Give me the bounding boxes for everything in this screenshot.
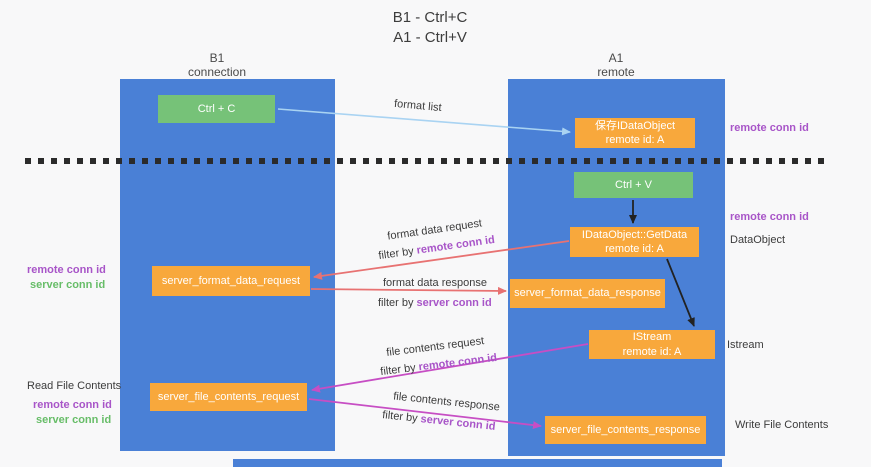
title-line-2: A1 - Ctrl+V (393, 29, 467, 46)
ctrl-v-label: Ctrl + V (615, 178, 652, 191)
right-remote-conn-id-label: remote conn id (730, 211, 809, 223)
remote-conn-id-highlight: remote conn id (415, 233, 496, 257)
format-data-response-filter-label: filter by server conn id (378, 297, 492, 309)
right-column-header: A1 remote (556, 51, 676, 79)
server-file-contents-request-label: server_file_contents_request (157, 390, 300, 403)
server-conn-id-highlight: server conn id (419, 413, 497, 433)
ctrl-v-box: Ctrl + V (574, 172, 693, 198)
istream-box: IStream remote id: A (589, 330, 715, 359)
server-format-data-response-box: server_format_data_response (510, 279, 665, 308)
server-format-data-request-box: server_format_data_request (152, 266, 310, 296)
file-contents-response-label: file contents response (392, 390, 501, 414)
dataobject-label: DataObject (730, 234, 786, 246)
format-data-response-arrow (310, 286, 507, 295)
left-remote-conn-id-label: remote conn id (27, 264, 106, 276)
server-file-contents-request-box: server_file_contents_request (150, 383, 307, 411)
format-data-response-label: format data response (383, 277, 487, 289)
ctrl-c-box: Ctrl + C (158, 95, 275, 123)
left-column-name: B1 (209, 51, 225, 65)
filter-by-text: filter by (377, 244, 418, 263)
left-column-subtitle: connection (187, 65, 247, 79)
read-file-contents-label: Read File Contents (27, 380, 122, 392)
left-bottom-remote-conn-id-label: remote conn id (33, 399, 112, 411)
diagram-title: B1 - Ctrl+C A1 - Ctrl+V (330, 8, 530, 48)
partial-bottom-strip (233, 459, 722, 467)
getdata-line2: remote id: A (605, 243, 664, 255)
left-column-header: B1 connection (157, 51, 277, 79)
getdata-line1: IDataObject::GetData (581, 228, 688, 241)
idataobject-getdata-box: IDataObject::GetData remote id: A (570, 227, 699, 257)
istream-line2: remote id: A (622, 345, 682, 358)
write-file-contents-label: Write File Contents (735, 419, 829, 431)
ctrl-c-label: Ctrl + C (197, 102, 236, 115)
title-line-1: B1 - Ctrl+C (392, 9, 468, 26)
server-format-data-request-label: server_format_data_request (161, 274, 301, 287)
remote-conn-id-highlight: remote conn id (417, 351, 498, 374)
server-file-contents-response-label: server_file_contents_response (550, 423, 701, 436)
file-contents-response-filter-label: filter by server conn id (382, 409, 496, 433)
format-list-label: format list (393, 97, 443, 115)
istream-line1: IStream (632, 331, 672, 344)
server-file-contents-response-box: server_file_contents_response (545, 416, 706, 444)
filter-by-text: filter by (381, 409, 422, 426)
saved-idataobject-line2: remote id: A (605, 134, 665, 146)
filter-by-text: filter by (378, 297, 417, 309)
saved-idataobject-line1: 保存IDataObject (594, 119, 676, 132)
saved-idataobject-box: 保存IDataObject remote id: A (575, 118, 695, 148)
right-column-subtitle: remote (597, 65, 635, 79)
filter-by-text: filter by (379, 361, 420, 379)
left-bottom-server-conn-id-label: server conn id (36, 414, 112, 426)
server-format-data-response-label: server_format_data_response (514, 287, 661, 300)
server-conn-id-highlight: server conn id (416, 297, 492, 309)
left-server-conn-id-label: server conn id (30, 279, 106, 291)
right-column-name: A1 (608, 51, 624, 65)
right-top-remote-conn-id-label: remote conn id (730, 122, 809, 134)
istream-side-label: Istream (727, 339, 764, 351)
